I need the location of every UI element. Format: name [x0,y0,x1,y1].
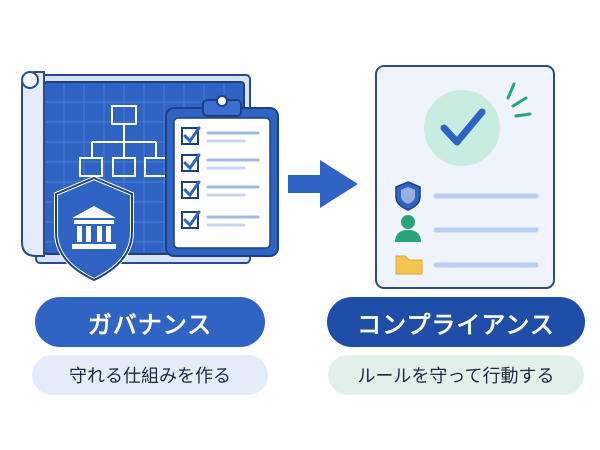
compliance-title: コンプライアンス [327,297,585,347]
compliance-row-person [395,215,539,242]
institution-shield-icon [54,175,134,283]
checklist-item [181,153,260,172]
compliance-subtitle: ルールを守って行動する [328,355,584,395]
checklist-item [181,126,260,145]
compliance-row-folder [395,255,539,275]
right-arrow-icon [288,160,358,208]
folder-icon [395,255,423,275]
checklist-item [181,180,260,199]
illustration-layer [21,65,555,289]
governance-title: ガバナンス [35,297,265,347]
governance-subtitle: 守れる仕組みを作る [32,355,268,395]
org-chart-icon [79,105,168,177]
compliance-row-shield [395,181,539,211]
clipboard-icon [165,95,279,257]
checklist-item [181,210,260,229]
check-badge-icon [424,90,500,166]
person-icon [401,215,415,229]
sparkle-icon [506,82,532,118]
compliance-document-icon [375,65,555,289]
checklist [181,126,260,229]
